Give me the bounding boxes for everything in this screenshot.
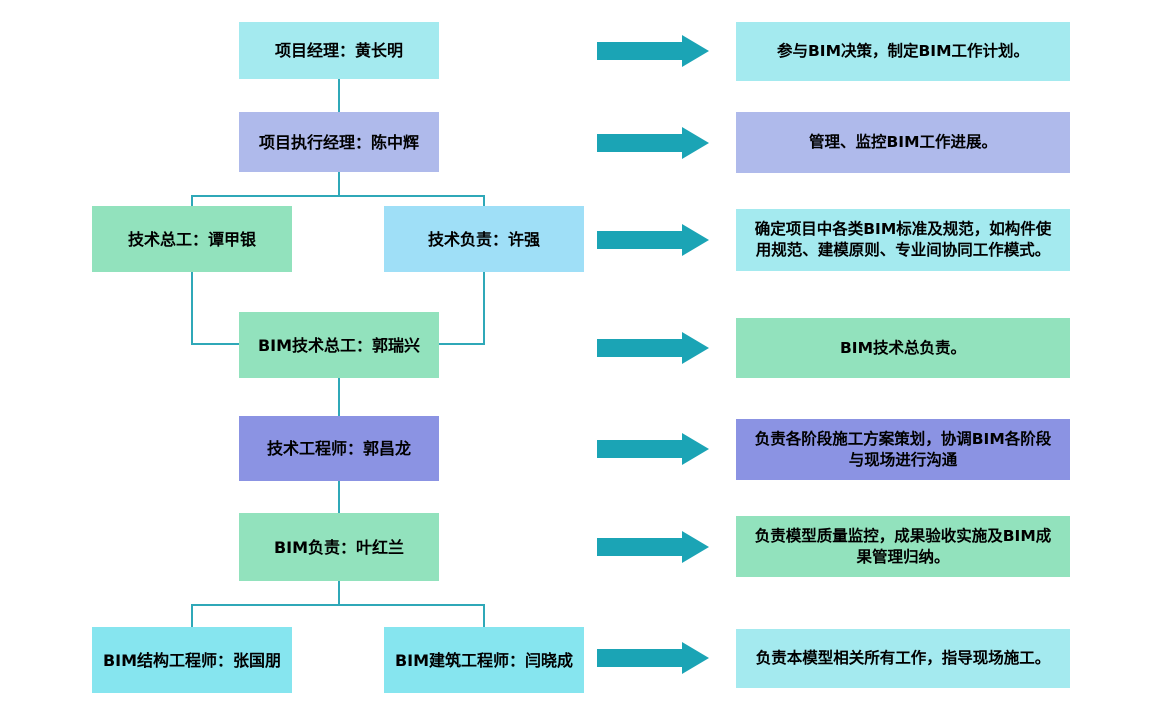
org-node-bim-lead: BIM负责：叶红兰 <box>239 513 439 581</box>
connector-line <box>191 343 239 345</box>
connector-line <box>191 195 484 197</box>
responsibility-box-3: 确定项目中各类BIM标准及规范，如构件使 用规范、建模原则、专业间协同工作模式。 <box>736 209 1070 271</box>
connector-line <box>191 195 193 206</box>
flow-arrow <box>597 332 709 364</box>
flow-arrow <box>597 642 709 674</box>
org-node-bim-chief-engineer: BIM技术总工：郭瑞兴 <box>239 312 439 378</box>
org-node-executive-manager: 项目执行经理：陈中辉 <box>239 112 439 172</box>
connector-line <box>191 604 193 627</box>
org-node-project-manager: 项目经理：黄长明 <box>239 22 439 79</box>
connector-line <box>483 272 485 345</box>
connector-line <box>338 481 340 513</box>
responsibility-box-4: BIM技术总负责。 <box>736 318 1070 378</box>
org-node-bim-structural-engineer: BIM结构工程师：张国朋 <box>92 627 292 693</box>
org-node-bim-architectural-engineer: BIM建筑工程师：闫晓成 <box>384 627 584 693</box>
connector-line <box>338 581 340 605</box>
connector-line <box>191 272 193 345</box>
flow-arrow <box>597 224 709 256</box>
flow-arrow <box>597 35 709 67</box>
flow-arrow <box>597 433 709 465</box>
connector-line <box>439 343 485 345</box>
connector-line <box>483 195 485 206</box>
flow-arrow <box>597 531 709 563</box>
connector-line <box>191 604 484 606</box>
responsibility-box-7: 负责本模型相关所有工作，指导现场施工。 <box>736 629 1070 688</box>
responsibility-box-2: 管理、监控BIM工作进展。 <box>736 112 1070 173</box>
responsibility-box-1: 参与BIM决策，制定BIM工作计划。 <box>736 22 1070 81</box>
org-node-chief-technical-engineer: 技术总工：谭甲银 <box>92 206 292 272</box>
connector-line <box>338 378 340 416</box>
connector-line <box>483 604 485 627</box>
flow-arrow <box>597 127 709 159</box>
responsibility-box-6: 负责模型质量监控，成果验收实施及BIM成 果管理归纳。 <box>736 516 1070 577</box>
connector-line <box>338 79 340 112</box>
org-node-technical-director: 技术负责：许强 <box>384 206 584 272</box>
org-node-technical-engineer: 技术工程师：郭昌龙 <box>239 416 439 481</box>
responsibility-box-5: 负责各阶段施工方案策划，协调BIM各阶段 与现场进行沟通 <box>736 419 1070 480</box>
connector-line <box>338 172 340 196</box>
